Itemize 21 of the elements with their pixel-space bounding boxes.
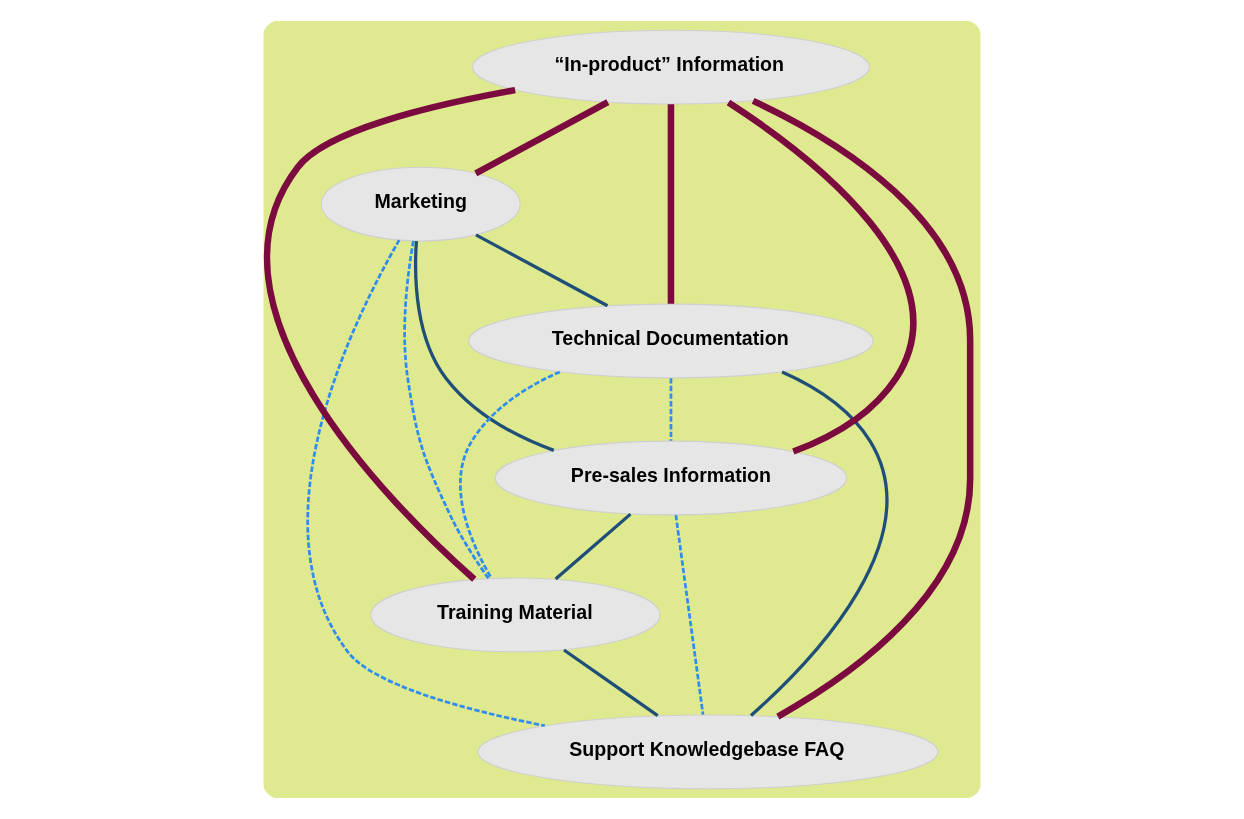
node-ellipse: Marketing — [320, 166, 521, 242]
connector — [751, 97, 974, 720]
node-ellipse: Pre-sales Information — [494, 440, 848, 516]
connector — [459, 370, 561, 579]
connector — [403, 240, 490, 579]
node-ellipse: Training Material — [370, 577, 661, 653]
connector — [726, 99, 917, 455]
connector — [674, 514, 705, 715]
connector — [669, 378, 673, 441]
connector — [414, 241, 555, 452]
node-ellipse: Support Knowledgebase FAQ — [477, 714, 939, 790]
connector — [667, 104, 675, 304]
connector — [554, 512, 632, 581]
node-ellipse: Technical Documentation — [468, 303, 874, 379]
connector — [306, 239, 546, 728]
connector — [563, 648, 659, 717]
connector — [474, 99, 610, 177]
connector — [475, 233, 609, 308]
connector — [264, 86, 516, 582]
connector — [749, 370, 888, 717]
node-ellipse: “In-product” Information — [472, 29, 870, 105]
